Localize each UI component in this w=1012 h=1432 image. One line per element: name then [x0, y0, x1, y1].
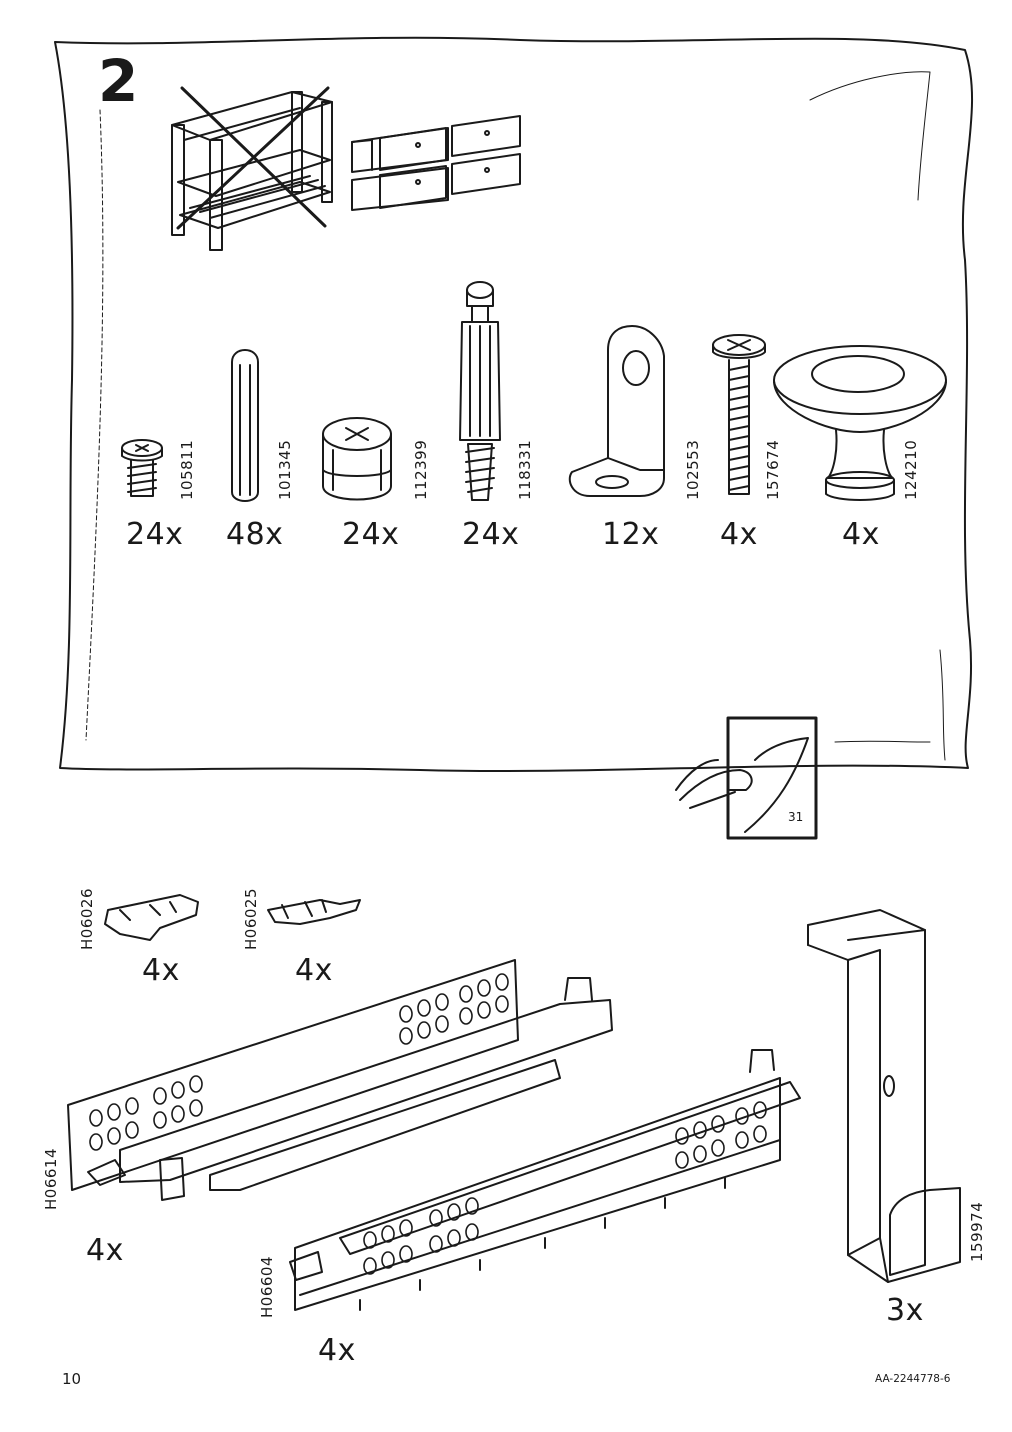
part-article-number: 101345: [276, 439, 294, 500]
part-quantity: 4x: [720, 517, 758, 552]
drawer-runner-icon-h06614: [67, 959, 613, 1201]
hardware-article-number: H06025: [242, 888, 260, 950]
part-article-number: 112399: [412, 439, 430, 500]
knob-icon: [773, 345, 947, 501]
drawer-runner-icon-h06604: [289, 1049, 801, 1311]
hardware-quantity: 4x: [142, 953, 180, 988]
page-turn-icon: [675, 716, 818, 840]
long-screw-icon: [712, 334, 766, 495]
drawers-icon: [351, 115, 521, 211]
part-article-number: 102553: [684, 439, 702, 500]
screw-icon: [121, 439, 163, 497]
page-number: 10: [62, 1370, 82, 1388]
part-quantity: 24x: [342, 517, 400, 552]
step-number: 2: [98, 47, 139, 115]
hook-bracket-icon: [807, 909, 961, 1283]
hardware-article-number: 159974: [968, 1201, 986, 1262]
sheet-outline: [54, 36, 974, 773]
clip-icon-h06025: [267, 899, 361, 925]
hardware-article-number: H06614: [42, 1148, 60, 1210]
cross-out-icon: [176, 86, 330, 230]
hardware-quantity: 4x: [295, 953, 333, 988]
part-quantity: 24x: [462, 517, 520, 552]
angle-bracket-icon: [568, 325, 665, 497]
part-quantity: 4x: [842, 517, 880, 552]
hardware-quantity: 4x: [318, 1333, 356, 1368]
sheet-fold-line: [85, 109, 104, 741]
clip-icon-h06026: [104, 894, 199, 941]
sheet-crease: [809, 71, 931, 201]
cam-lock-icon: [322, 417, 392, 501]
cam-bolt-icon: [459, 281, 501, 501]
hardware-article-number: H06604: [258, 1256, 276, 1318]
document-code: AA-2244778-6: [875, 1373, 951, 1385]
part-article-number: 157674: [764, 439, 782, 500]
hardware-article-number: H06026: [78, 888, 96, 950]
shelf-unit-icon: [171, 91, 333, 251]
hardware-quantity: 4x: [86, 1233, 124, 1268]
part-quantity: 12x: [602, 517, 660, 552]
wooden-dowel-icon: [231, 349, 259, 502]
reference-page-number: 31: [788, 810, 804, 824]
hardware-quantity: 3x: [886, 1293, 924, 1328]
part-article-number: 105811: [178, 439, 196, 500]
part-quantity: 24x: [126, 517, 184, 552]
part-article-number: 124210: [902, 439, 920, 500]
part-quantity: 48x: [226, 517, 284, 552]
part-article-number: 118331: [516, 439, 534, 500]
